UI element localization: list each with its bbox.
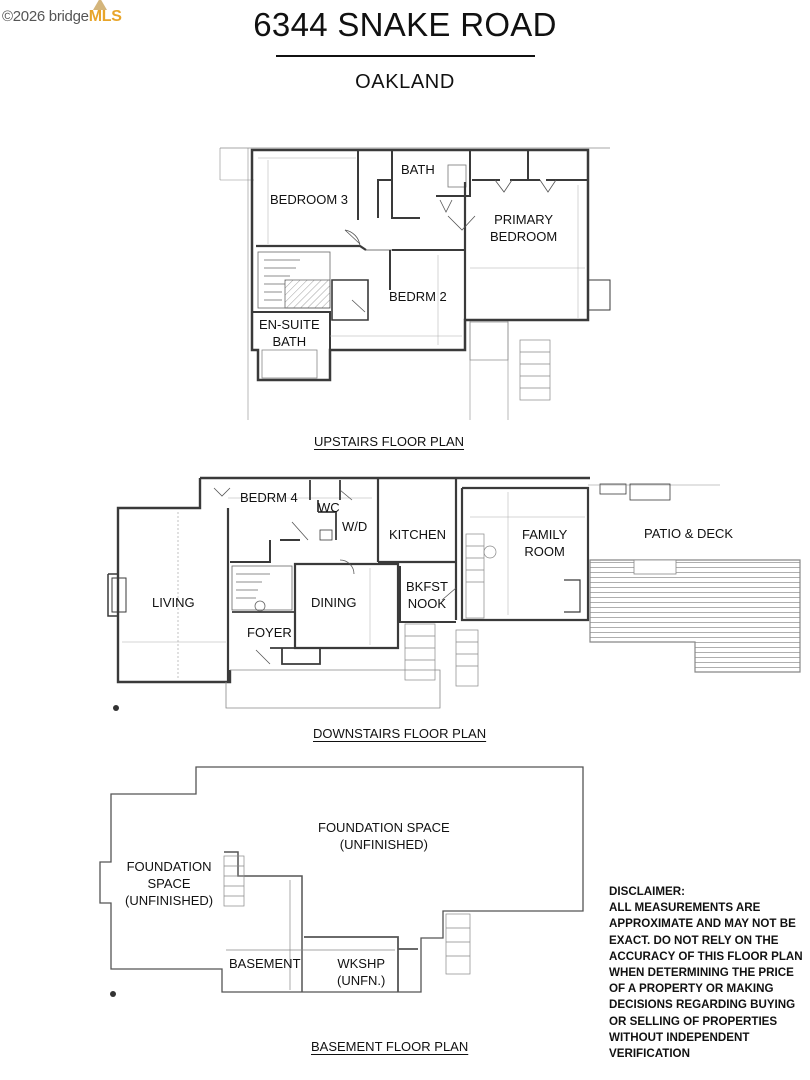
room-label-line: (UNFINISHED) xyxy=(125,893,214,908)
room-label-line: FOUNDATION SPACE xyxy=(318,820,450,835)
room-bedrm-4: BEDRM 4 xyxy=(240,490,298,505)
room-living: LIVING xyxy=(152,595,195,610)
disclaimer-heading: DISCLAIMER: xyxy=(609,885,685,898)
room-en-suite-bath: EN-SUITE BATH xyxy=(259,316,320,350)
room-bkfst-nook: BKFST NOOK xyxy=(406,578,448,612)
room-foundation-space-left: FOUNDATION SPACE (UNFINISHED) xyxy=(125,858,213,909)
copyright-text: ©2026 bridge xyxy=(2,8,89,25)
room-primary-bedroom: PRIMARY BEDROOM xyxy=(490,211,557,245)
upstairs-plan xyxy=(219,147,611,420)
disclaimer-line: OF A PROPERTY OR MAKING xyxy=(609,982,774,996)
room-label-line: BKFST xyxy=(406,579,448,594)
room-bedrm-2: BEDRM 2 xyxy=(389,289,447,304)
room-wkshp: WKSHP (UNFN.) xyxy=(337,955,385,989)
room-label-line: BATH xyxy=(272,334,307,349)
room-patio-deck: PATIO & DECK xyxy=(644,526,734,541)
room-family-room: FAMILY ROOM xyxy=(522,526,567,560)
basement-caption: BASEMENT FLOOR PLAN xyxy=(311,1039,469,1054)
disclaimer-line: OR SELLING OF PROPERTIES xyxy=(609,1014,778,1028)
room-label-line: FOUNDATION xyxy=(126,859,212,874)
disclaimer-line: WHEN DETERMINING THE PRICE xyxy=(609,966,794,980)
basement-plan xyxy=(99,766,584,997)
disclaimer-line: VERIFICATION xyxy=(609,1047,690,1061)
property-city: OAKLAND xyxy=(355,71,455,93)
disclaimer-line: ALL MEASUREMENTS ARE xyxy=(609,901,761,915)
disclaimer-line: WITHOUT INDEPENDENT xyxy=(609,1030,750,1044)
downstairs-plan xyxy=(107,476,801,711)
room-label-line: PRIMARY xyxy=(494,212,554,227)
room-bedroom-3: BEDROOM 3 xyxy=(270,192,349,207)
room-label-line: BEDROOM xyxy=(490,229,558,244)
room-kitchen: KITCHEN xyxy=(389,527,447,542)
room-label-line: WKSHP xyxy=(337,956,386,971)
disclaimer-block: DISCLAIMER: ALL MEASUREMENTS ARE APPROXI… xyxy=(609,884,809,1062)
room-wc: WC xyxy=(318,500,340,515)
mls-logo: MLS xyxy=(88,0,122,25)
disclaimer-line: EXACT. DO NOT RELY ON THE xyxy=(609,933,779,947)
disclaimer-line: ACCURACY OF THIS FLOOR PLAN xyxy=(609,949,803,963)
room-label-line: SPACE xyxy=(147,876,191,891)
upstairs-caption: UPSTAIRS FLOOR PLAN xyxy=(314,434,465,449)
title-divider xyxy=(276,55,535,57)
room-bath: BATH xyxy=(401,162,435,177)
room-dining: DINING xyxy=(311,595,357,610)
downstairs-caption: DOWNSTAIRS FLOOR PLAN xyxy=(313,726,487,741)
room-label-line: ROOM xyxy=(524,544,565,559)
room-label-line: (UNFINISHED) xyxy=(339,837,428,852)
room-foyer: FOYER xyxy=(247,625,292,640)
room-wd: W/D xyxy=(342,519,368,534)
disclaimer-line: APPROXIMATE AND MAY NOT BE xyxy=(609,917,796,931)
room-label-line: FAMILY xyxy=(522,527,568,542)
property-address-title: 6344 SNAKE ROAD xyxy=(253,6,557,43)
room-label-line: (UNFN.) xyxy=(337,973,386,988)
room-label-line: NOOK xyxy=(407,596,447,611)
room-foundation-space-main: FOUNDATION SPACE (UNFINISHED) xyxy=(318,819,450,853)
disclaimer-line: DECISIONS REGARDING BUYING xyxy=(609,998,796,1012)
room-label-line: EN-SUITE xyxy=(259,317,320,332)
room-basement: BASEMENT xyxy=(229,956,301,971)
